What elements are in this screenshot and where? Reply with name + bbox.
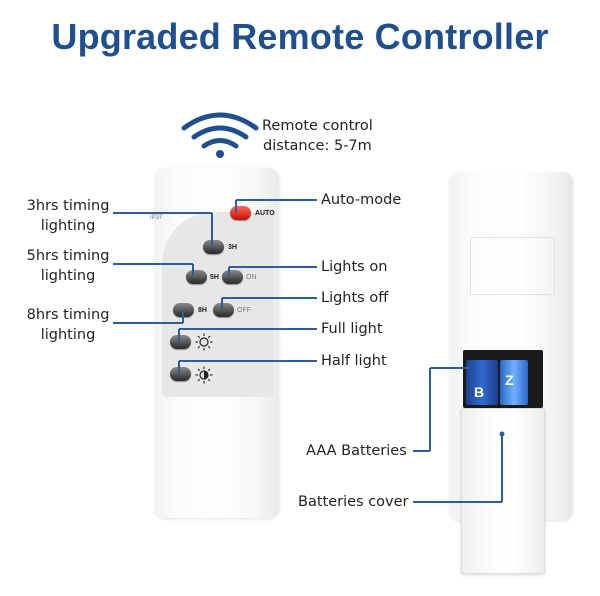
battery-mark: B — [474, 384, 485, 400]
5h-button[interactable] — [186, 270, 207, 284]
8hrs-line-2: lighting — [40, 327, 96, 343]
full-light-label: Full light — [321, 321, 383, 337]
5hrs-line-1: 5hrs timing — [26, 248, 110, 264]
batteries-cover-label: Batteries cover — [298, 494, 409, 510]
sun-half-icon — [195, 366, 213, 384]
5hrs-line-2: lighting — [40, 268, 96, 284]
distance-line-1: Remote control — [262, 118, 373, 134]
3hrs-line-1: 3hrs timing — [26, 198, 110, 214]
full-light-button[interactable] — [170, 335, 191, 349]
lights-off-label: Lights off — [321, 290, 389, 306]
distance-line-2: distance: 5-7m — [263, 138, 372, 154]
on-button-label: ON — [246, 274, 257, 281]
5hrs-timing-label: 5hrs timing lighting — [18, 246, 118, 286]
8hrs-timing-label: 8hrs timing lighting — [18, 305, 118, 345]
3h-button-label: 3H — [228, 244, 237, 251]
ip-rating-label: IP37 — [150, 215, 163, 221]
auto-mode-label: Auto-mode — [321, 192, 402, 208]
wifi-signal-icon — [181, 112, 259, 158]
8hrs-line-1: 8hrs timing — [26, 307, 110, 323]
5h-button-label: 5H — [210, 274, 219, 281]
auto-button-label: AUTO — [255, 210, 275, 217]
3h-button[interactable] — [203, 240, 224, 254]
aaa-batteries-label: AAA Batteries — [306, 443, 407, 459]
off-button-label: OFF — [237, 307, 251, 314]
half-light-label: Half light — [321, 353, 387, 369]
sun-full-icon — [195, 333, 213, 351]
on-button[interactable] — [222, 270, 243, 284]
aaa-battery-2 — [500, 360, 528, 405]
back-recess — [470, 237, 555, 295]
3hrs-line-2: lighting — [40, 218, 96, 234]
remote-distance-label: Remote control distance: 5-7m — [262, 116, 373, 156]
battery-mark: Z — [505, 372, 514, 388]
3hrs-timing-label: 3hrs timing lighting — [18, 196, 118, 236]
page-title: Upgraded Remote Controller — [51, 16, 549, 57]
lights-on-label: Lights on — [321, 259, 388, 275]
8h-button-label: 8H — [198, 307, 207, 314]
aaa-battery-1 — [466, 360, 498, 405]
half-light-button[interactable] — [170, 367, 191, 381]
off-button[interactable] — [213, 303, 234, 317]
